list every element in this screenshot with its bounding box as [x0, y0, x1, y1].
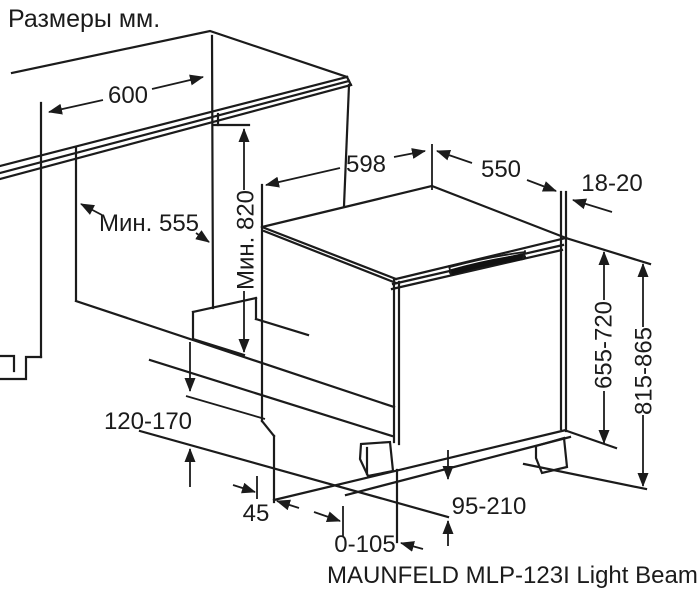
dim-foot-inset: 45 [232, 476, 300, 527]
dim-plinth-height: 120-170 [104, 342, 266, 487]
dim-overall-height: 815-865 [630, 263, 657, 487]
dishwasher-back-edge [260, 183, 276, 504]
front-right-foot [534, 436, 569, 475]
side-panel [559, 190, 568, 240]
dim-door-height: 655-720 [590, 251, 617, 444]
door-height-label: 655-720 [590, 301, 617, 389]
countertop [0, 29, 353, 208]
niche-depth-label: Мин. 555 [99, 210, 199, 237]
base-clearance-label: 95-210 [452, 493, 527, 520]
dim-base-clearance: 95-210 [442, 450, 527, 546]
dim-plinth-recess: 0-105 [313, 506, 424, 558]
dishwasher [260, 183, 652, 544]
appliance-width-label: 598 [346, 151, 386, 178]
foot-inset-label: 45 [243, 500, 270, 527]
dim-appliance-depth: 550 [431, 144, 557, 192]
dim-counter-width: 600 [48, 74, 204, 115]
overall-height-label: 815-865 [630, 327, 657, 415]
dim-niche-height: Мин. 820 [232, 128, 259, 353]
niche-height-label: Мин. 820 [232, 190, 259, 290]
dim-appliance-width: 598 [265, 148, 426, 188]
door-handle-icon [448, 250, 526, 275]
left-cabinet [0, 34, 310, 381]
front-left-foot [358, 440, 399, 544]
dishwasher-door [392, 236, 568, 446]
plinth-height-label: 120-170 [104, 408, 192, 435]
dishwasher-base [272, 428, 618, 502]
model-caption: MAUNFELD MLP-123I Light Beam [327, 562, 698, 589]
appliance-depth-label: 550 [481, 156, 521, 183]
plinth-recess-label: 0-105 [334, 531, 395, 558]
dim-panel-thickness: 18-20 [572, 170, 643, 213]
page-title: Размеры мм. [8, 5, 160, 33]
dim-niche-depth: Мин. 555 [80, 203, 210, 243]
panel-thickness-label: 18-20 [581, 170, 642, 197]
counter-width-label: 600 [108, 82, 148, 109]
